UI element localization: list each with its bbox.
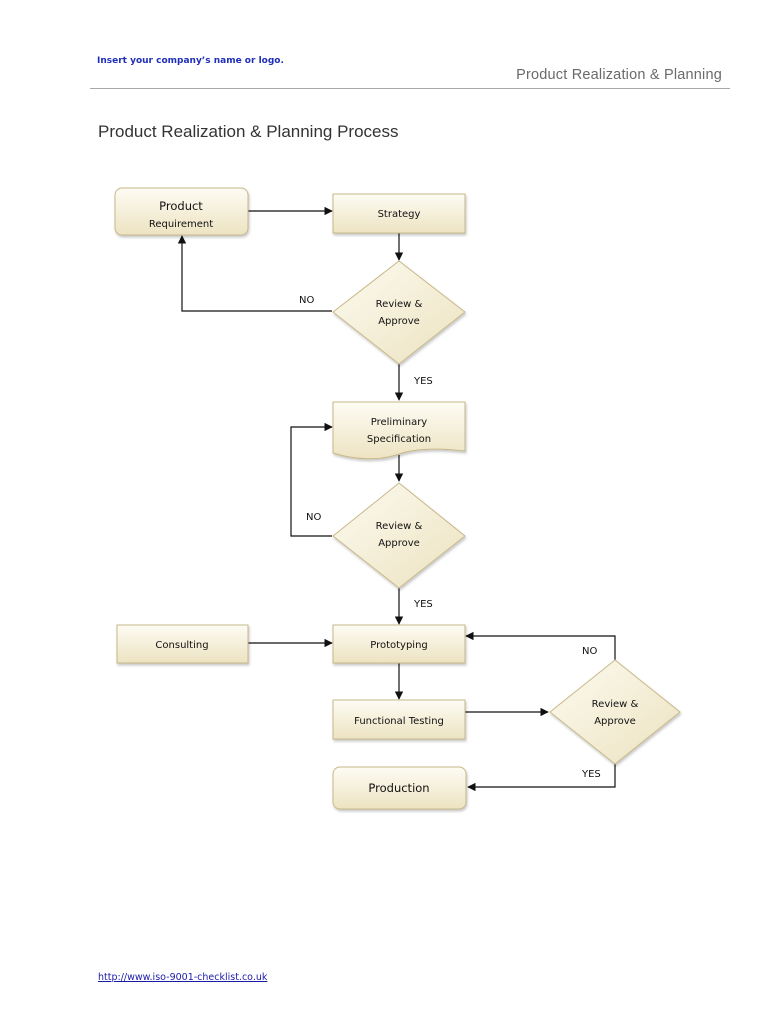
node-consulting: Consulting — [116, 624, 249, 664]
node-label-line: Review & — [376, 521, 423, 532]
node-label-line: Functional Testing — [354, 716, 444, 727]
node-label-line: Approve — [378, 316, 420, 327]
node-label-line: Prototyping — [370, 640, 428, 651]
node-strategy: Strategy — [332, 193, 466, 234]
node-label-line: Consulting — [155, 640, 208, 651]
node-label-line: Product — [159, 199, 203, 213]
company-name-placeholder: Insert your company’s name or logo. — [97, 56, 284, 66]
arrow-review-1-no-to-requirement — [177, 235, 332, 312]
connectors — [177, 206, 616, 792]
decision-review-2: Review & Approve — [332, 482, 466, 589]
decision-review-3: Review & Approve — [549, 659, 681, 765]
node-label-line: Production — [368, 781, 429, 795]
branch-label-yes-1: YES — [413, 376, 433, 387]
branch-label-no-3: NO — [582, 646, 597, 657]
node-functional-testing: Functional Testing — [332, 699, 466, 740]
node-product-requirement: Product Requirement — [114, 187, 249, 236]
header-divider — [90, 88, 730, 89]
node-label-line: Strategy — [378, 209, 421, 220]
node-production: Production — [332, 766, 467, 810]
branch-label-no-2: NO — [306, 512, 321, 523]
node-label-line: Review & — [376, 299, 423, 310]
footer-website-link[interactable]: http://www.iso-9001-checklist.co.uk — [98, 972, 268, 983]
node-label-line: Approve — [378, 538, 420, 549]
node-prototyping: Prototyping — [332, 624, 466, 664]
node-label-line: Specification — [367, 434, 431, 445]
node-label-line: Preliminary — [371, 417, 428, 428]
node-label-line: Review & — [592, 699, 639, 710]
arrow-review-3-yes-to-production — [467, 764, 616, 792]
decision-review-1: Review & Approve — [332, 260, 466, 365]
arrow-review-2-no-to-spec — [290, 422, 333, 537]
arrow-review-3-no-to-prototyping — [465, 631, 616, 660]
header-title: Product Realization & Planning — [516, 67, 722, 83]
node-preliminary-specification: Preliminary Specification — [332, 401, 466, 460]
page-title: Product Realization & Planning Process — [98, 122, 399, 141]
branch-label-yes-2: YES — [413, 599, 433, 610]
branch-label-yes-3: YES — [581, 769, 601, 780]
branch-label-no-1: NO — [299, 295, 314, 306]
node-label-line: Approve — [594, 716, 636, 727]
node-label-line: Requirement — [149, 219, 213, 230]
